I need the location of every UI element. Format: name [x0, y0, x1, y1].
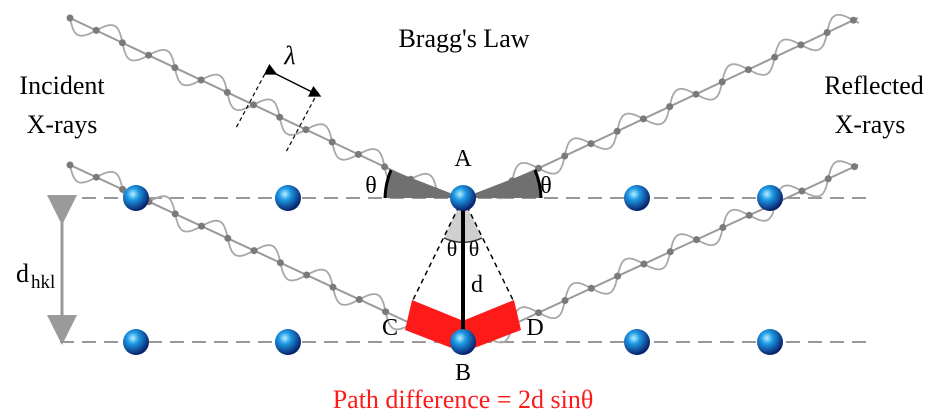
theta-inner-left-label: θ — [447, 236, 458, 261]
atom — [624, 185, 650, 211]
angle-wedge-left — [385, 170, 463, 198]
angle-arc-right — [533, 169, 543, 199]
atom — [450, 185, 476, 211]
point-c-label: C — [382, 315, 398, 341]
atom — [275, 329, 301, 355]
atom — [275, 185, 301, 211]
atom-group — [123, 185, 783, 355]
wavelength-label: λ — [283, 41, 295, 70]
reflected-wave-top — [482, 13, 860, 200]
reflected-label-line1: Reflected — [824, 71, 924, 100]
wave-group — [66, 13, 860, 344]
atom — [450, 329, 476, 355]
atom — [757, 185, 783, 211]
incident-label-line2: X-rays — [27, 110, 98, 139]
spacing-d-label: d — [471, 272, 483, 298]
atom — [123, 329, 149, 355]
angle-arc-left — [383, 169, 393, 199]
reflected-label-line2: X-rays — [835, 110, 906, 139]
incident-label-line1: Incident — [19, 71, 105, 100]
wavelength-marker — [235, 63, 322, 153]
atom — [757, 329, 783, 355]
dhkl-main: d — [16, 259, 29, 288]
title: Bragg's Law — [398, 24, 529, 53]
theta-left-label: θ — [365, 173, 377, 199]
dashed-line-ac — [411, 197, 464, 303]
theta-inner-right-label: θ — [469, 236, 480, 261]
atom — [123, 185, 149, 211]
dhkl-subscript: hkl — [31, 272, 55, 293]
dashed-line-ad — [462, 197, 515, 303]
point-b-label: B — [455, 360, 471, 386]
angle-wedge-right — [463, 170, 541, 198]
atom — [624, 329, 650, 355]
path-difference-label: Path difference = 2d sinθ — [333, 385, 594, 414]
point-a-label: A — [454, 146, 472, 172]
point-d-label: D — [526, 315, 543, 341]
theta-right-label: θ — [540, 173, 552, 199]
incident-wave-top — [66, 14, 441, 196]
